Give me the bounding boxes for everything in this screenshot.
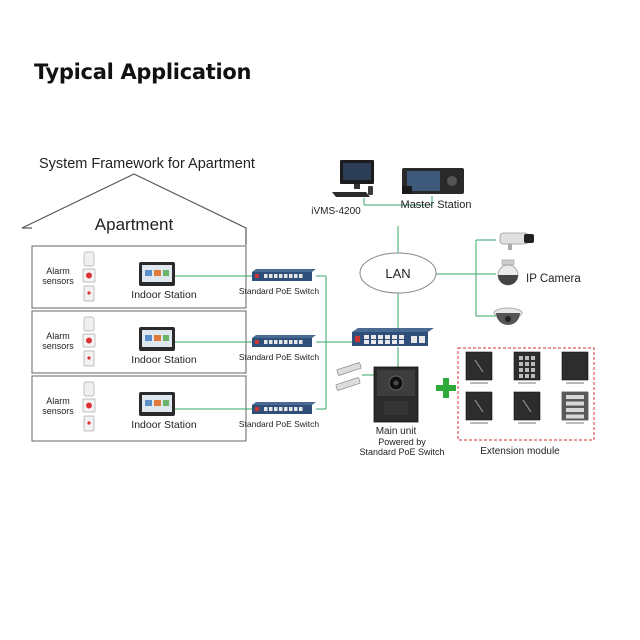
powered-label-1: Powered by: [378, 437, 426, 447]
poe-switch-icon-2: Standard PoE Switch: [239, 335, 320, 362]
indoor-station-label: Indoor Station: [131, 354, 197, 366]
alarm-label: sensors: [42, 406, 74, 416]
ptz-camera-icon: [497, 259, 519, 286]
lan-ellipse: [359, 252, 437, 294]
door-sensor-icon: [83, 285, 95, 302]
alarm-label: Alarm: [46, 396, 70, 406]
poe-switch-label: Standard PoE Switch: [239, 286, 320, 296]
lan-label: LAN: [385, 266, 410, 281]
poe-switch-icon-1: Standard PoE Switch: [239, 269, 320, 296]
extension-module-frame: [457, 347, 595, 441]
pc-icon: [332, 160, 374, 197]
extension-module-tile-5: [513, 391, 541, 424]
dome-camera-icon: [493, 307, 523, 325]
bullet-camera-icon: [499, 232, 534, 250]
door-lock-icon-1: [336, 362, 362, 376]
main-unit-icon: [373, 366, 419, 423]
extension-module-tile-4: [465, 391, 493, 424]
plus-icon: [436, 378, 456, 398]
extension-module-label: Extension module: [480, 446, 560, 457]
master-station-icon: [402, 168, 464, 194]
alarm-label: sensors: [42, 341, 74, 351]
extension-module-tile-2: [513, 351, 541, 384]
central-poe-switch-icon: [352, 328, 434, 346]
master-station-label: Master Station: [401, 199, 472, 211]
alarm-label: sensors: [42, 276, 74, 286]
indoor-station-icon: [139, 327, 175, 351]
indoor-station-icon: [139, 262, 175, 286]
door-sensor-icon: [83, 350, 95, 367]
motion-sensor-icon: [83, 381, 95, 397]
door-lock-icon-2: [335, 377, 361, 391]
indoor-station-icon: [139, 392, 175, 416]
door-sensor-icon: [83, 415, 95, 432]
poe-switch-label: Standard PoE Switch: [239, 419, 320, 429]
panic-button-icon: [82, 268, 96, 283]
indoor-station-label: Indoor Station: [131, 419, 197, 431]
floor-box-1: [31, 245, 247, 309]
alarm-label: Alarm: [46, 266, 70, 276]
poe-switch-label: Standard PoE Switch: [239, 352, 320, 362]
main-unit-label: Main unit: [376, 426, 417, 437]
extension-module-tile-1: [465, 351, 493, 384]
poe-switch-icon-3: Standard PoE Switch: [239, 402, 320, 429]
page-title: Typical Application: [34, 60, 252, 84]
ivms-label: iVMS-4200: [311, 206, 361, 217]
motion-sensor-icon: [83, 316, 95, 332]
alarm-label: Alarm: [46, 331, 70, 341]
ip-camera-label: IP Camera: [526, 273, 581, 285]
indoor-station-label: Indoor Station: [131, 289, 197, 301]
extension-module-tile-6: [561, 391, 589, 424]
network-links: [175, 196, 496, 410]
panic-button-icon: [82, 333, 96, 348]
motion-sensor-icon: [83, 251, 95, 267]
house-roof: [21, 173, 247, 245]
framework-title: System Framework for Apartment: [39, 156, 255, 172]
panic-button-icon: [82, 398, 96, 413]
extension-module-tile-3: [561, 351, 589, 384]
powered-label-2: Standard PoE Switch: [359, 447, 444, 457]
building-label: Apartment: [95, 215, 174, 234]
